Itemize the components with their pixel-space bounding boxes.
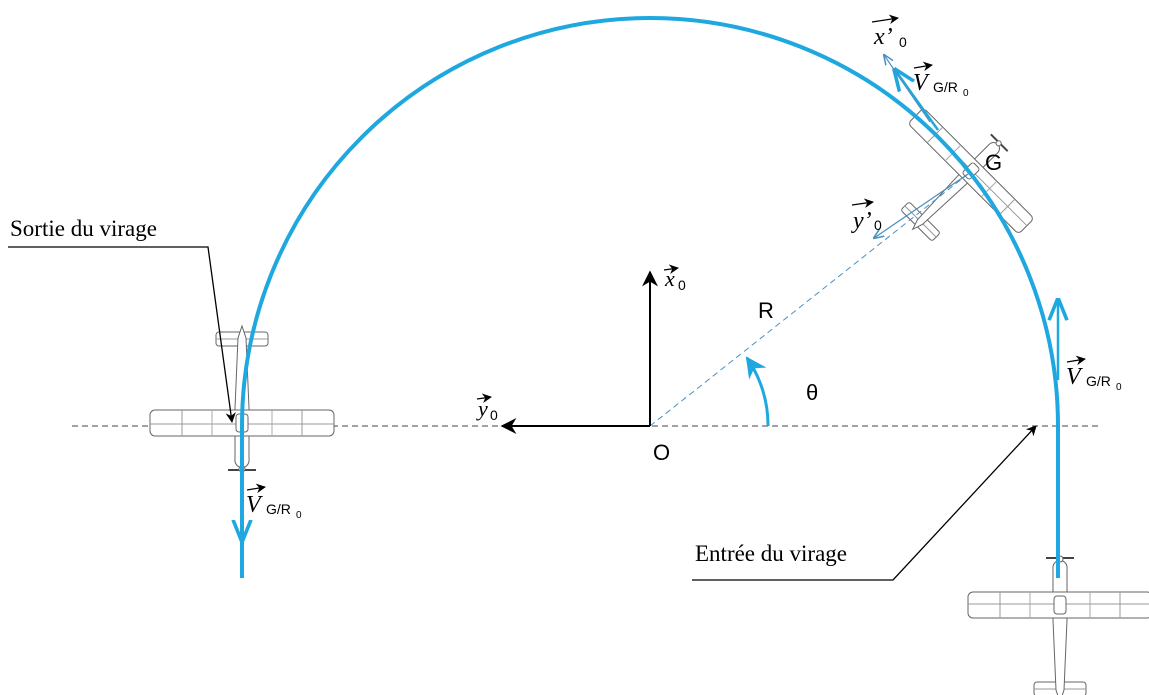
svg-text:0: 0 (296, 510, 302, 521)
svg-text:0: 0 (1116, 382, 1122, 393)
angle-arc (745, 356, 770, 427)
svg-text:G/R: G/R (266, 501, 291, 517)
svg-text:V: V (913, 70, 930, 96)
aircraft-turning-icon (856, 85, 1057, 286)
x0-prime-label: x’ 0 (871, 14, 907, 50)
svg-text:G/R: G/R (1086, 373, 1111, 389)
g-label: G (985, 150, 1002, 175)
svg-text:0: 0 (899, 34, 907, 50)
angle-label: θ (806, 380, 818, 405)
y0-label: y 0 (476, 393, 498, 423)
svg-text:0: 0 (490, 407, 498, 423)
y0-prime-axis (874, 173, 969, 238)
svg-text:0: 0 (963, 88, 969, 99)
origin-label: O (653, 440, 670, 465)
radius-line (649, 173, 969, 427)
exit-callout-line (8, 246, 236, 424)
y0-prime-label: y’ 0 (851, 198, 882, 234)
velocity-label-entry: V G/R 0 (1066, 355, 1122, 393)
svg-text:0: 0 (678, 277, 686, 293)
exit-label: Sortie du virage (10, 216, 157, 241)
svg-text:V: V (1066, 364, 1083, 390)
velocity-label-exit: V G/R 0 (246, 483, 302, 521)
velocity-label-g: V G/R 0 (913, 61, 969, 99)
svg-text:G/R: G/R (933, 79, 958, 95)
velocity-vector-g (895, 70, 940, 131)
entry-callout-line (692, 425, 1037, 581)
svg-text:y: y (476, 396, 488, 421)
x0-prime-axis (884, 55, 931, 123)
radius-label: R (758, 298, 774, 323)
svg-text:y’: y’ (851, 208, 872, 234)
turn-trajectory (240, 16, 1060, 578)
svg-text:V: V (246, 492, 263, 518)
svg-text:x’: x’ (873, 24, 893, 50)
svg-text:0: 0 (874, 217, 882, 233)
x0-label: x 0 (663, 264, 686, 293)
svg-text:x: x (664, 266, 675, 291)
entry-label: Entrée du virage (695, 541, 847, 566)
